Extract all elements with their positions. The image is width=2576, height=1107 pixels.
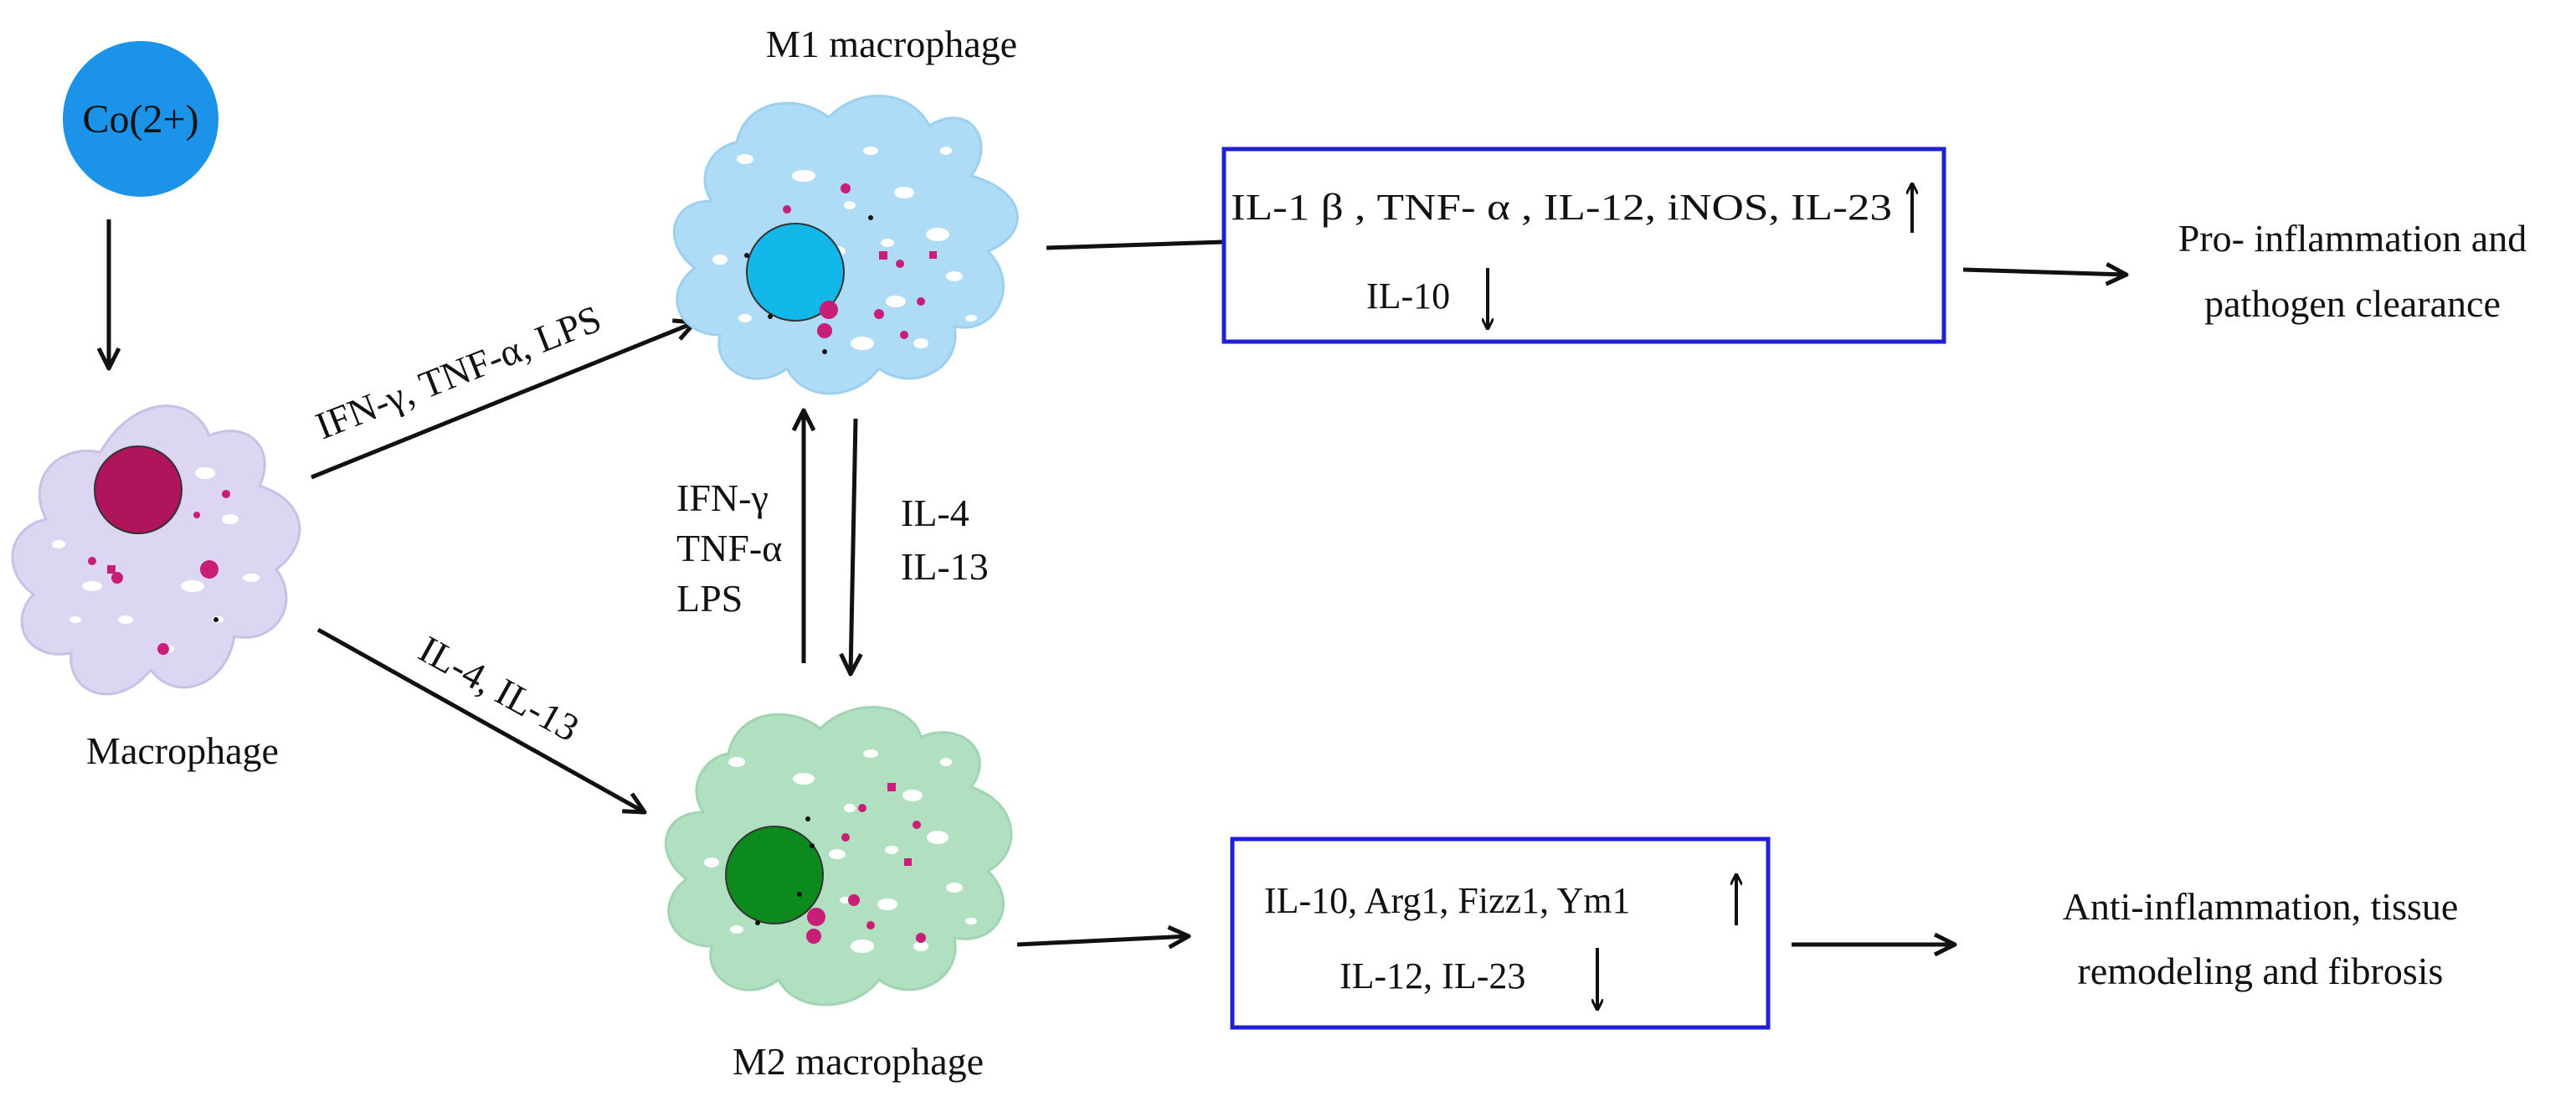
m2-to-cytokines-arrow (1016, 924, 1191, 950)
m2-to-m1-stimuli: IFN-γ TNF-α LPS (676, 476, 782, 620)
m1-nucleus (746, 223, 845, 322)
macrophage-to-m1-arrow (311, 318, 697, 480)
m2-granules (806, 783, 926, 944)
m2-outcome: Anti-inflammation, tissue remodeling and… (2063, 885, 2459, 992)
m2-outcome-line-2: remodeling and fibrosis (2078, 950, 2444, 992)
m2-cytokine-box: IL-10, Arg1, Fizz1, Ym1 IL-12, IL-23 (1230, 837, 1771, 1030)
m1-vesicles (712, 147, 977, 350)
m2-cell (664, 706, 1013, 1007)
m1-to-m2-stimulus-2: IL-13 (901, 545, 989, 588)
m2-downregulated-cytokines: IL-12, IL-23 (1339, 955, 1525, 996)
macrophage-to-m2-arrow (316, 627, 647, 815)
m2-vesicles (704, 749, 977, 953)
cobalt-ion-label: Co(2+) (82, 97, 198, 142)
m1-dots (744, 215, 873, 354)
m1-cytokine-box: IL-1 β , TNF- α , IL-12, iNOS, IL-23 IL-… (1221, 147, 1946, 344)
macrophage-vesicles (52, 467, 260, 653)
m1-label: M1 macrophage (766, 23, 1017, 65)
macrophage-dot (213, 617, 219, 622)
m1-to-m2-stimuli: IL-4 IL-13 (901, 492, 989, 588)
m1-downregulated-cytokines: IL-10 (1366, 275, 1450, 317)
m2-label: M2 macrophage (733, 1040, 984, 1083)
m2-outcome-line-1: Anti-inflammation, tissue (2063, 885, 2459, 928)
macrophage-label: Macrophage (86, 729, 279, 772)
m2-cytokine-box-border (1230, 837, 1771, 1030)
cobalt-ion: Co(2+) (63, 41, 219, 197)
macrophage-cell (11, 404, 301, 696)
m1-granules (783, 183, 937, 339)
m1-outcome: Pro- inflammation and pathogen clearance (2178, 217, 2527, 325)
m2-to-m1-stimulus-2: TNF-α (676, 527, 782, 569)
m2-to-m1-stimulus-1: IFN-γ (676, 476, 769, 519)
m1-upregulated-cytokines: IL-1 β , TNF- α , IL-12, iNOS, IL-23 (1231, 187, 1892, 228)
cobalt-ion-circle (63, 41, 219, 197)
macrophage-granules (88, 490, 230, 655)
macrophage-cell-body (11, 404, 301, 696)
m1-to-m2-arrow (839, 418, 863, 677)
m2-upregulated-cytokines: IL-10, Arg1, Fizz1, Ym1 (1264, 880, 1631, 921)
m1-cell-body (672, 95, 1019, 395)
m1-outcome-line-2: pathogen clearance (2204, 282, 2501, 325)
m2-to-m1-stimulus-3: LPS (676, 577, 743, 620)
m2-nucleus (725, 826, 824, 924)
macrophage-to-m1-label: IFN-γ, TNF-α, LPS (310, 296, 607, 447)
m1-cytokine-box-border (1221, 147, 1946, 344)
macrophage-nucleus (94, 445, 183, 534)
m1-outcome-line-1: Pro- inflammation and (2178, 217, 2527, 260)
m1-to-outcome-arrow (1962, 262, 2129, 286)
m1-to-m2-stimulus-1: IL-4 (901, 492, 969, 534)
m2-dots (755, 816, 815, 925)
m1-to-cytokines-arrow (1046, 229, 1250, 254)
m1-cell (672, 95, 1019, 395)
